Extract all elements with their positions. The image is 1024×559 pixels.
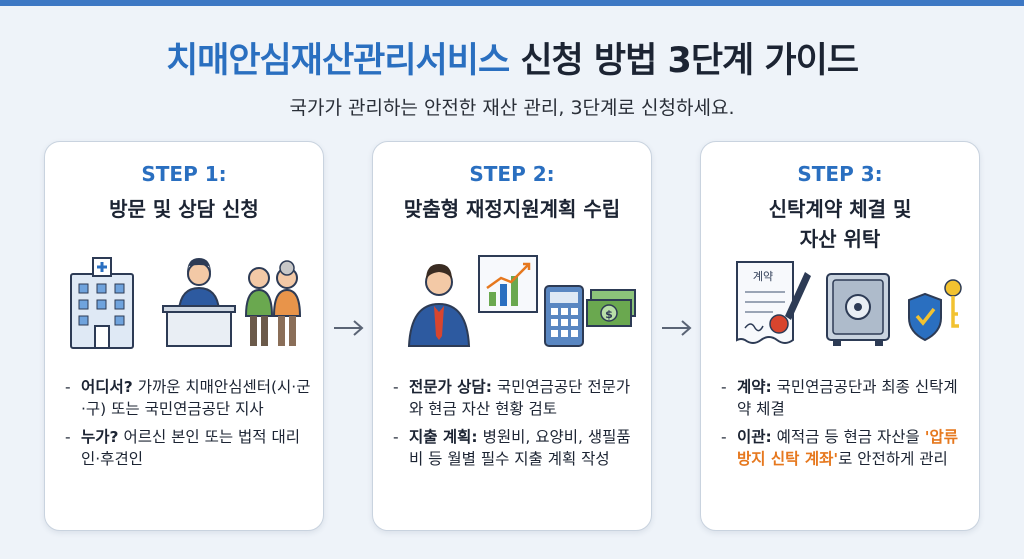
page-subtitle: 국가가 관리하는 안전한 재산 관리, 3단계로 신청하세요. (289, 97, 735, 119)
bullet-item: -어디서? 가까운 치매안심센터(시·군·구) 또는 국민연금공단 지사 (65, 378, 311, 418)
step-card-3: STEP 3: 신탁계약 체결 및 자산 위탁 계약 (700, 141, 980, 531)
step-name: 방문 및 상담 신청 (109, 197, 259, 221)
bullet-text: 국민연금공단과 최종 신탁계약 체결 (737, 378, 958, 418)
safe-icon (826, 273, 890, 346)
arrow-right-icon (662, 320, 692, 336)
step-label: STEP 1: (141, 162, 227, 186)
bullet-item: -누가? 어르신 본인 또는 법적 대리인·후견인 (65, 428, 301, 468)
step-name: 맞춤형 재정지원계획 수립 (403, 197, 621, 221)
arrow-right-icon (334, 320, 364, 336)
bullet-text: 어르신 본인 또는 법적 대리인·후견인 (81, 428, 301, 468)
bullet-head: 누가? (81, 428, 119, 446)
contract-icon: 계약 (736, 261, 811, 344)
advisor-icon (407, 264, 471, 347)
step-card-1: STEP 1: 방문 및 상담 신청 (44, 141, 324, 531)
step2-illustration: $ (407, 255, 636, 347)
title-accent: 치매안심재산관리서비스 (165, 41, 510, 81)
top-accent-strip (0, 0, 1024, 6)
highlight-text: '압류방지 신탁 계좌' (737, 428, 958, 468)
step3-illustration: 계약 (736, 261, 962, 346)
building-icon (70, 257, 134, 349)
bullet-head: 어디서? (81, 378, 133, 396)
bullet-item: -전문가 상담: 국민연금공단 전문가와 현금 자산 현황 검토 (393, 378, 631, 418)
step1-illustration (70, 257, 302, 349)
cash-icon: $ (586, 289, 636, 327)
bullet-text: 예적금 등 현금 자산을 (771, 428, 925, 446)
bullet-head: 계약: (737, 378, 772, 396)
bullet-item: -계약: 국민연금공단과 최종 신탁계약 체결 (721, 378, 958, 418)
svg-text:$: $ (605, 308, 613, 321)
step-name-line: 자산 위탁 (799, 227, 881, 251)
bullet-tail: 로 안전하게 관리 (838, 450, 948, 468)
shield-icon (908, 292, 942, 342)
calculator-icon (544, 285, 584, 347)
step-label: STEP 3: (797, 162, 883, 186)
elderly-couple-icon (244, 260, 302, 346)
title-rest: 신청 방법 3단계 가이드 (520, 41, 859, 81)
bullet-head: 이관: (737, 428, 772, 446)
step-card-2: STEP 2: 맞춤형 재정지원계획 수립 (372, 141, 652, 531)
counselor-icon (162, 258, 236, 347)
bullet-text: 병원비, 요양비, 생필품비 등 월별 필수 지출 계획 작성 (409, 428, 631, 468)
keys-icon (944, 279, 962, 328)
bullet-head: 지출 계획: (409, 428, 478, 446)
step-name: 신탁계약 체결 및 자산 위탁 (701, 194, 979, 254)
page-title: 치매안심재산관리서비스 신청 방법 3단계 가이드 (0, 40, 1024, 82)
step-label: STEP 2: (469, 162, 555, 186)
step-name-line: 신탁계약 체결 및 (768, 197, 912, 221)
bullet-text: 국민연금공단 전문가와 현금 자산 현황 검토 (409, 378, 631, 418)
chart-board-icon (478, 255, 538, 313)
bullet-text: 가까운 치매안심센터(시·군·구) 또는 국민연금공단 지사 (81, 378, 311, 418)
contract-label: 계약 (753, 269, 773, 283)
bullet-item: -이관: 예적금 등 현금 자산을 '압류방지 신탁 계좌'로 안전하게 관리 (721, 428, 958, 468)
bullet-head: 전문가 상담: (409, 378, 492, 396)
bullet-item: -지출 계획: 병원비, 요양비, 생필품비 등 월별 필수 지출 계획 작성 (393, 428, 631, 468)
